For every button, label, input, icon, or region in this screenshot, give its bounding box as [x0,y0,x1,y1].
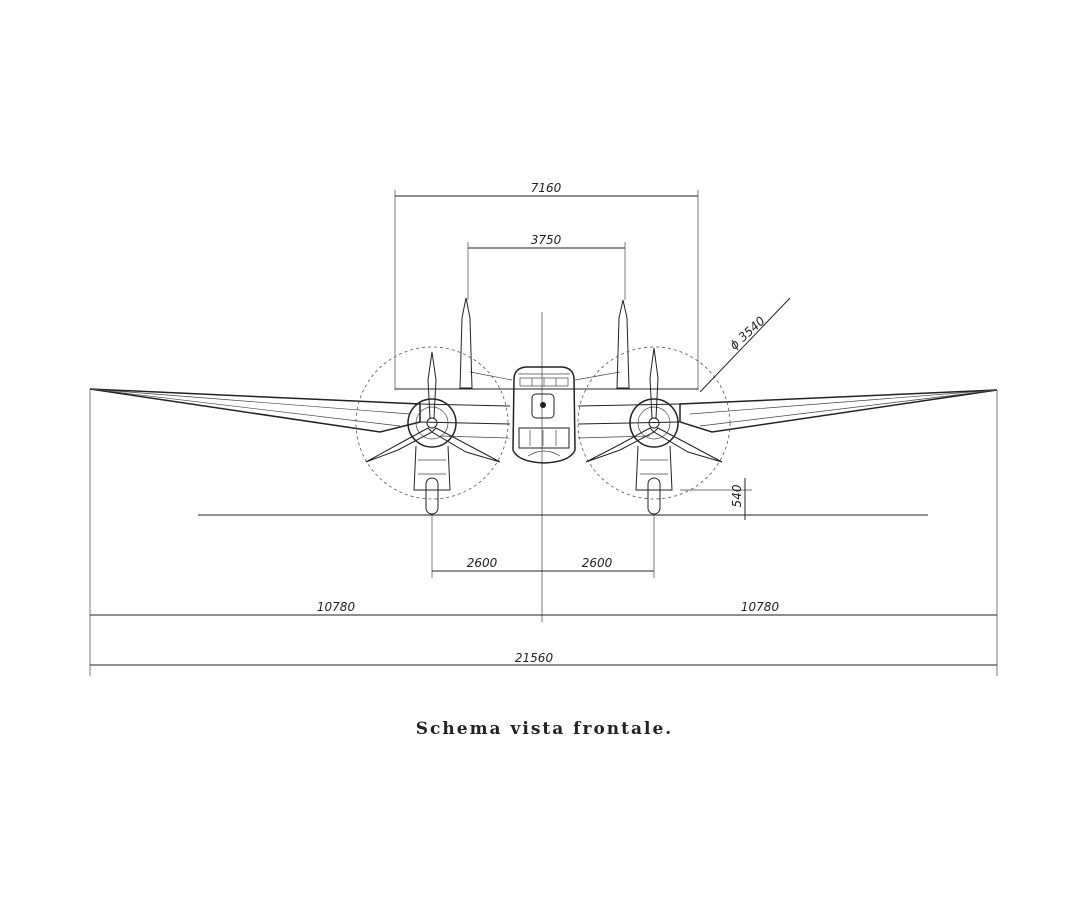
right-engine [585,347,723,515]
prop-diameter-label: ϕ 3540 [727,313,768,352]
track-left-label: 2600 [467,556,498,570]
total-span-dimension: 21560 [90,651,997,666]
ground-clearance-label: 540 [730,484,744,507]
ground-clearance-dimension: 540 [680,478,752,520]
left-fin [459,297,473,389]
fin-spacing-dimension: 3750 [467,233,626,300]
right-propeller-disc [577,346,731,500]
left-wing [89,388,511,439]
half-span-right-label: 10780 [741,600,780,614]
tail-span-label: 7160 [531,181,562,195]
prop-diameter-dimension: ϕ 3540 [699,297,791,393]
track-right-label: 2600 [582,556,613,570]
total-span-label: 21560 [515,651,554,665]
left-engine [365,351,501,515]
half-span-dimension: 10780 10780 [89,389,998,676]
track-dimension: 2600 2600 [431,515,655,578]
fin-spacing-label: 3750 [531,233,562,247]
tailplane [395,371,698,390]
figure-caption: Schema vista frontale. [415,719,674,739]
left-propeller-disc [355,346,509,500]
right-fin [616,299,630,389]
half-span-left-label: 10780 [317,600,356,614]
right-wing [577,389,998,439]
fuselage [512,366,576,464]
